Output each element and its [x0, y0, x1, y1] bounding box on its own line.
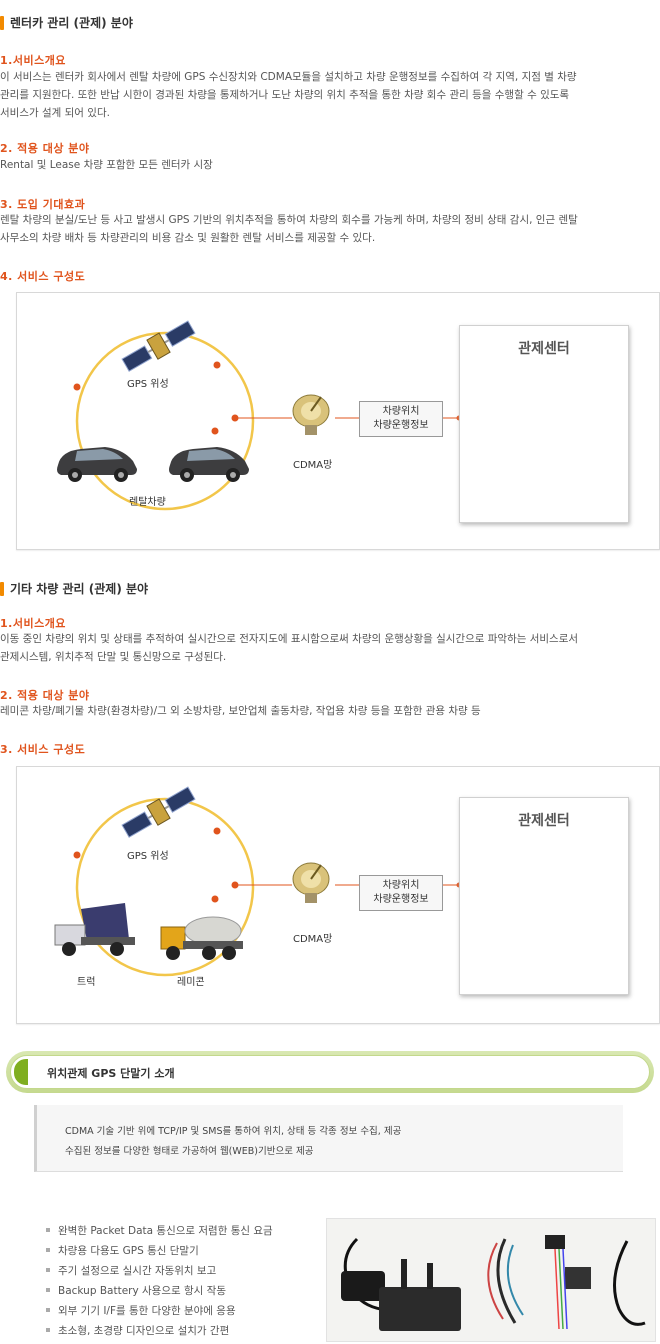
section1-overview-heading: 1.서비스개요 [0, 54, 66, 67]
bullet-icon [46, 1268, 50, 1272]
cdma-network-label: CDMA망 [293, 460, 333, 471]
section1-effect-text: 렌탈 차량의 분실/도난 등 사고 발생시 GPS 기반의 위치추적을 통하여 … [0, 214, 578, 244]
cdma-antenna-icon [292, 394, 330, 435]
orbit-node [211, 895, 219, 903]
control-center-title: 관제센터 [518, 341, 570, 357]
gps-terminal-product-photo [326, 1218, 656, 1342]
title-bar-icon [0, 15, 4, 30]
section1-target-text: Rental 및 Lease 차량 포함한 모든 렌터카 시장 [0, 159, 213, 171]
cdma-network-label: CDMA망 [293, 934, 333, 945]
list-item: 완벽한 Packet Data 통신으로 저렴한 통신 요금 [46, 1220, 273, 1240]
list-item: Backup Battery 사용으로 항시 작동 [46, 1280, 273, 1300]
terminal-desc-line: CDMA 기술 기반 위에 TCP/IP 및 SMS를 통하여 위치, 상태 등… [65, 1126, 402, 1137]
orbit-node [211, 427, 219, 435]
orbit-node [213, 827, 221, 835]
terminal-desc-line: 수집된 정보를 다양한 형태로 가공하여 웹(WEB)기반으로 제공 [65, 1146, 314, 1157]
vehicle-info-box: 차량위치 차량운행정보 [359, 875, 443, 911]
bullet-icon [46, 1308, 50, 1312]
bullet-icon [46, 1228, 50, 1232]
section2-overview-text: 이동 중인 차량의 위치 및 상태를 추적하여 실시간으로 전자지도에 표시함으… [0, 633, 579, 663]
list-item: 초소형, 초경량 디자인으로 설치가 간편 [46, 1320, 273, 1340]
banner-accent-icon [14, 1059, 28, 1085]
section2-overview-heading: 1.서비스개요 [0, 617, 66, 630]
section1-overview-text: 이 서비스는 렌터카 회사에서 렌탈 차량에 GPS 수신장치와 CDMA모듈을… [0, 71, 577, 119]
orbit-ring [75, 797, 255, 977]
section1-title: 렌터카 관리 (관제) 분야 [0, 14, 133, 31]
terminal-feature-list: 완벽한 Packet Data 통신으로 저렴한 통신 요금 차량용 다용도 G… [46, 1220, 273, 1340]
bullet-icon [46, 1288, 50, 1292]
section1-service-diagram: GPS 위성 렌탈차량 CDMA망 차량위치 차량운행정보 관제센터 [16, 292, 660, 550]
section2-service-diagram: GPS 위성 트럭 레미콘 CDMA망 차량위치 차량운행정보 관제센터 [16, 766, 660, 1024]
title-bar-icon [0, 581, 4, 596]
rental-car-icon [169, 447, 249, 482]
control-center-box: 관제센터 [459, 797, 629, 995]
terminal-intro-banner: 위치관제 GPS 단말기 소개 [6, 1051, 654, 1093]
rental-vehicle-label: 렌탈차량 [129, 497, 166, 508]
truck-label: 트럭 [77, 977, 96, 988]
dump-truck-icon [54, 903, 135, 956]
orbit-ring [75, 331, 255, 511]
control-center-title: 관제센터 [518, 813, 570, 829]
satellite-icon [121, 320, 196, 372]
orbit-node [213, 361, 221, 369]
list-item: 차량용 다용도 GPS 통신 단말기 [46, 1240, 273, 1260]
gps-satellite-label: GPS 위성 [127, 851, 169, 862]
section1-target-heading: 2. 적용 대상 분야 [0, 142, 90, 155]
satellite-icon [121, 786, 196, 838]
remicon-label: 레미콘 [177, 977, 205, 988]
section2-target-heading: 2. 적용 대상 분야 [0, 689, 90, 702]
list-item: 외부 기기 I/F를 통한 다양한 분야에 응용 [46, 1300, 273, 1320]
orbit-node [73, 383, 81, 391]
orbit-node [73, 851, 81, 859]
section1-diagram-heading: 4. 서비스 구성도 [0, 270, 86, 283]
rental-car-icon [57, 447, 137, 482]
gps-satellite-label: GPS 위성 [127, 379, 169, 390]
gps-terminal-device-icon [341, 1235, 646, 1331]
terminal-description-box: CDMA 기술 기반 위에 TCP/IP 및 SMS를 통하여 위치, 상태 등… [34, 1105, 623, 1172]
bullet-icon [46, 1328, 50, 1332]
list-item: 주기 설정으로 실시간 자동위치 보고 [46, 1260, 273, 1280]
bullet-icon [46, 1248, 50, 1252]
vehicle-info-box: 차량위치 차량운행정보 [359, 401, 443, 437]
section1-effect-heading: 3. 도입 기대효과 [0, 198, 86, 211]
terminal-intro-title: 위치관제 GPS 단말기 소개 [47, 1067, 175, 1080]
cdma-antenna-icon [292, 862, 330, 903]
section2-target-text: 레미콘 차량/폐기물 차량(환경차량)/그 외 소방차량, 보안업체 출동차량,… [0, 705, 481, 717]
control-center-box: 관제센터 [459, 325, 629, 523]
remicon-truck-icon [160, 916, 243, 960]
section2-diagram-heading: 3. 서비스 구성도 [0, 743, 86, 756]
section2-title: 기타 차량 관리 (관제) 분야 [0, 580, 148, 597]
